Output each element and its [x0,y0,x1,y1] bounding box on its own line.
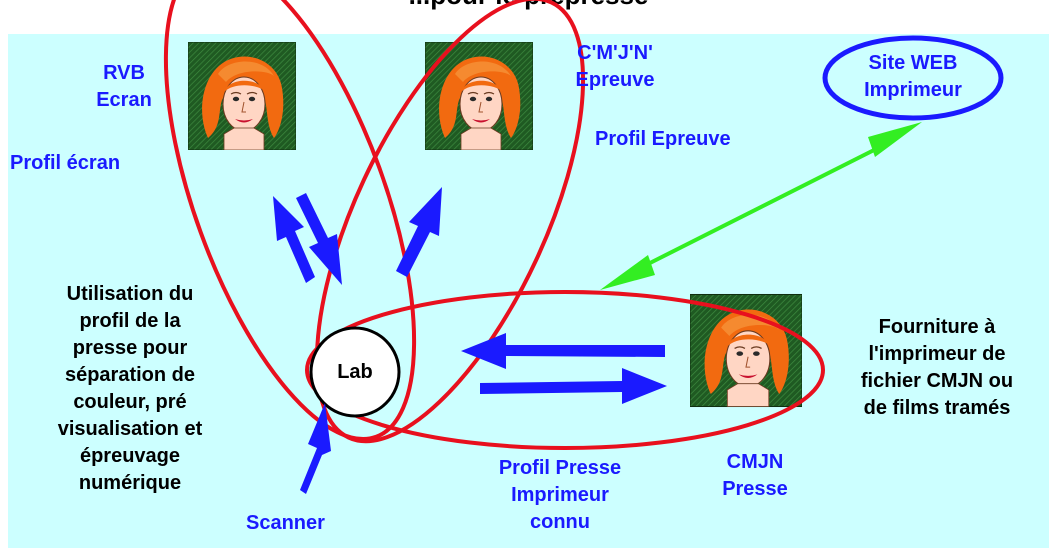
site-web-ellipse [822,35,1004,121]
arrow-up-to-rvb [273,196,315,283]
lab-label: Lab [337,361,373,383]
rvb-ellipse [163,0,417,442]
cmjn-presse-label: CMJN Presse [722,451,788,500]
arrow-web-to-presse [600,122,922,290]
fourniture-label: Fourniture à l'imprimeur de fichier CMJN… [860,316,1014,419]
lab-circle [309,326,401,418]
face-portrait-icon [188,42,296,150]
epreuve-ellipse [314,0,586,444]
profil-ecran-label: Profil écran [10,152,121,174]
site-web-label: Site WEB Imprimeur [864,52,962,101]
face-portrait-icon [690,293,802,408]
profil-presse-label: Profil Presse Imprimeur connu [498,457,622,533]
arrow-down-to-lab [296,193,342,285]
profil-epreuve-label: Profil Epreuve [595,128,731,150]
rvb-ecran-label: RVB Ecran [96,62,152,111]
arrow-up-from-scanner [300,403,331,494]
scanner-label: Scanner [246,512,325,534]
arrow-left-to-lab [461,333,665,369]
arrow-right-to-cmjn [480,368,667,404]
presse-ellipse [305,290,825,450]
cmjn-epreuve-label: C'M'J'N' Epreuve [575,42,655,91]
utilisation-label: Utilisation du profil de la presse pour … [57,283,203,494]
arrow-up-to-epreuve [396,187,442,277]
page-title: ...pour le prépresse [0,0,1057,11]
